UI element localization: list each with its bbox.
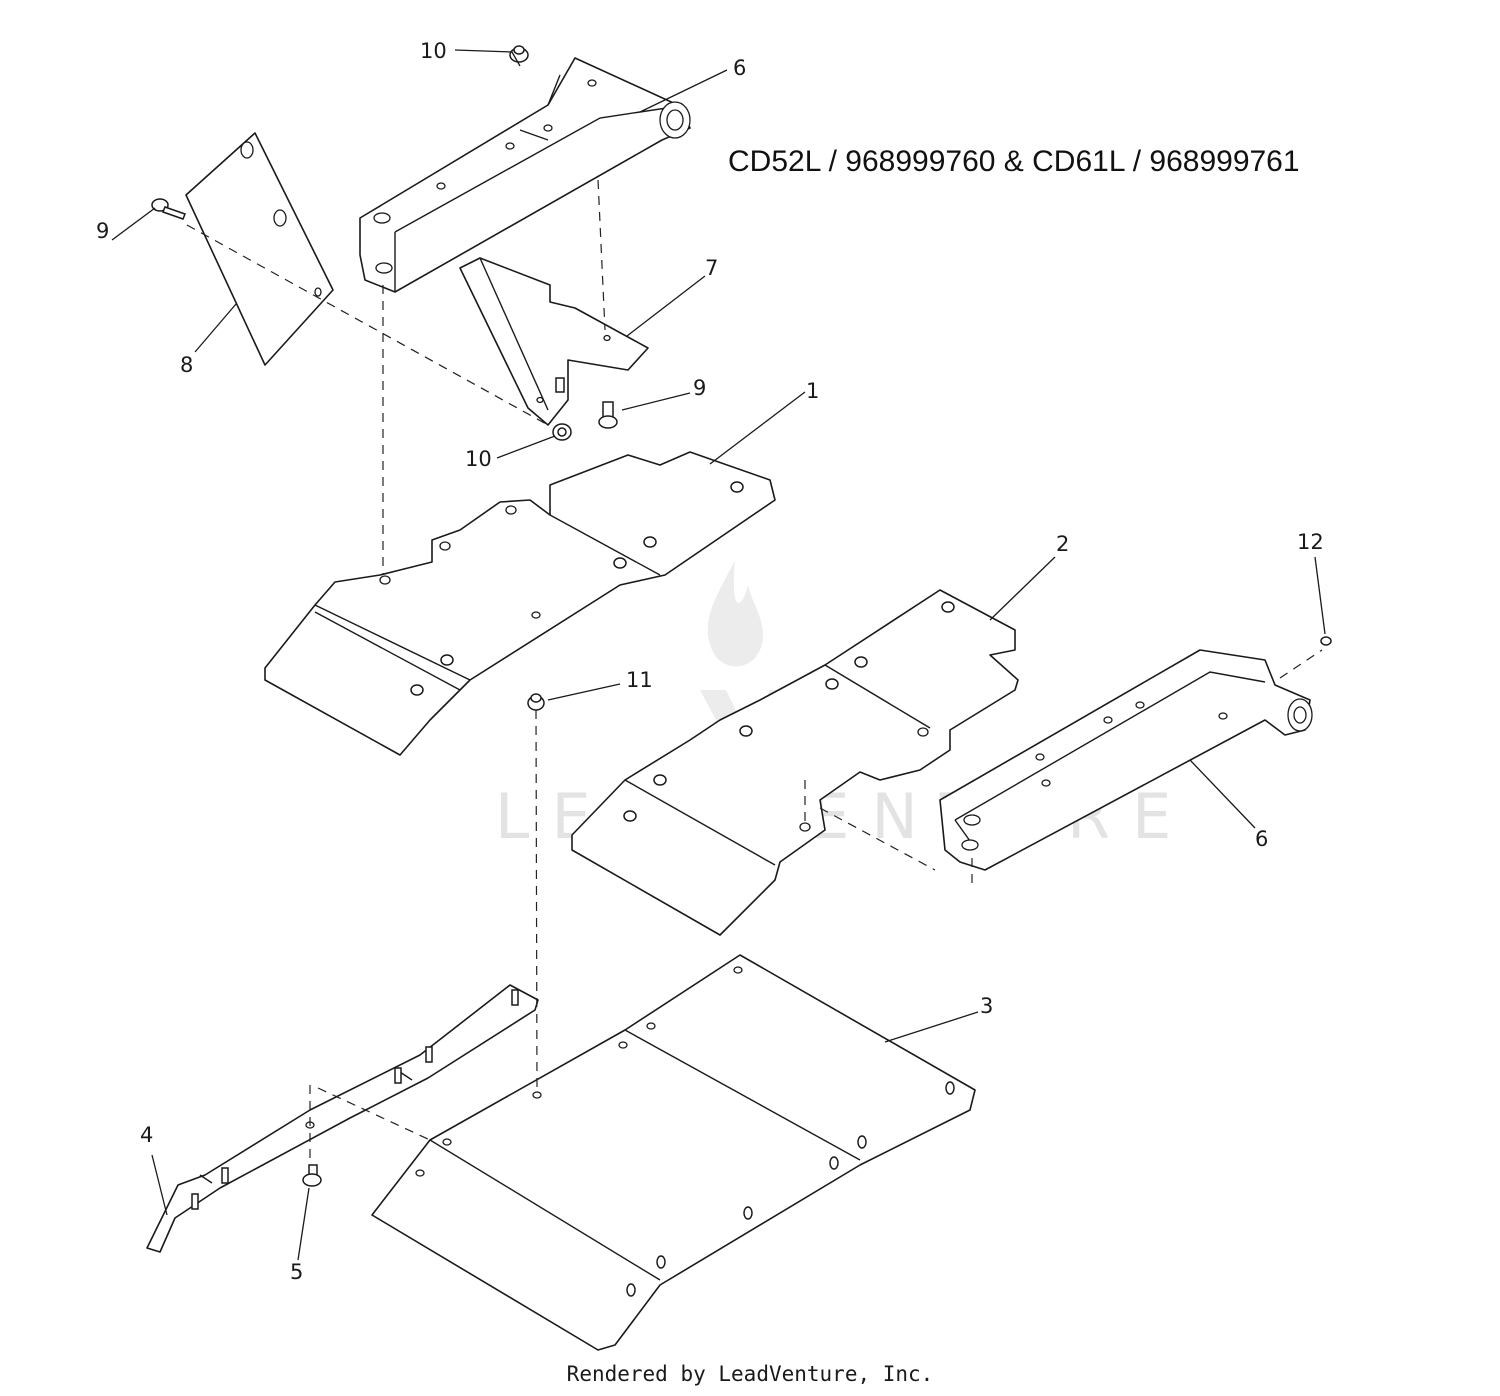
callout-11: 11 [626, 668, 653, 692]
hardware-10-mid-nut [552, 423, 572, 441]
callout-1: 1 [806, 379, 819, 403]
callout-9-left: 9 [96, 219, 109, 243]
leader-lines [111, 49, 1326, 1261]
part-1-floor-plate [264, 451, 776, 756]
callout-10-mid: 10 [465, 447, 492, 471]
hardware-5-bolt [302, 1164, 322, 1187]
callout-9-mid: 9 [693, 376, 706, 400]
part-4-strip [146, 984, 539, 1253]
part-2-floor-plate [571, 589, 1019, 936]
hardware-11-nut [527, 693, 545, 711]
callout-3: 3 [980, 994, 993, 1018]
assembly-lines [186, 179, 1323, 1162]
callout-2: 2 [1056, 532, 1069, 556]
part-7-bracket [459, 257, 649, 426]
part-6-right-bracket [939, 649, 1313, 871]
callout-5: 5 [290, 1260, 303, 1284]
callout-8: 8 [180, 353, 193, 377]
part-8-plate [185, 132, 334, 366]
part-6-upper-bracket [359, 57, 691, 293]
hardware-9-left-bolt [151, 198, 186, 220]
callout-4: 4 [140, 1123, 153, 1147]
callout-10-top: 10 [420, 39, 447, 63]
callout-6-right: 6 [1255, 827, 1268, 851]
part-3-floor-plate [371, 954, 976, 1351]
footer-credit: Rendered by LeadVenture, Inc. [566, 1362, 934, 1386]
diagram-title: CD52L / 968999760 & CD61L / 968999761 [728, 145, 1300, 178]
callout-12: 12 [1297, 530, 1324, 554]
callout-7: 7 [705, 256, 718, 280]
hardware-9-mid-bolt [598, 401, 618, 429]
hardware-12-fitting [1320, 636, 1332, 646]
callouts: 10 6 9 8 7 9 10 1 11 2 12 6 3 4 5 [96, 39, 1324, 1284]
callout-6-upper: 6 [733, 56, 746, 80]
hardware-10-top-nut [509, 45, 529, 63]
